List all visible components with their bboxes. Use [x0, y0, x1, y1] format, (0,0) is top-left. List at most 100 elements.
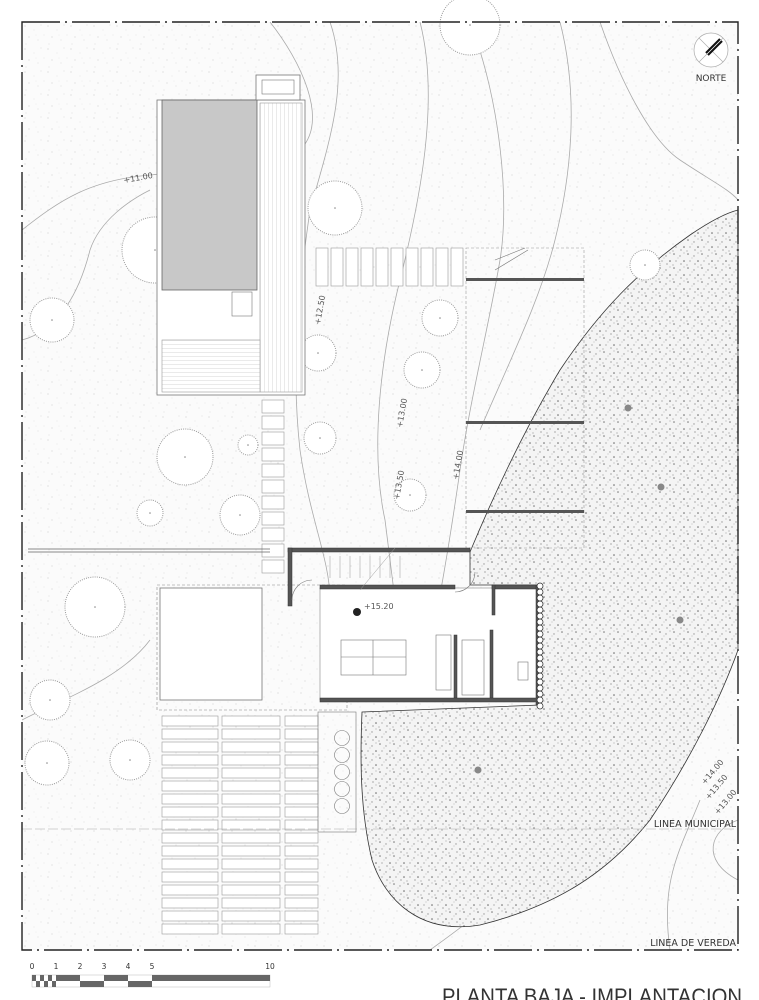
scale-tick: 1 — [54, 962, 59, 971]
parking-slab — [221, 754, 281, 766]
parking-slab — [221, 845, 281, 857]
stepping-stone — [390, 247, 404, 287]
edge-stone — [536, 702, 544, 710]
parking-slab — [284, 819, 319, 831]
stepping-stone — [261, 463, 285, 478]
parking-slab — [284, 793, 319, 805]
parking-slab — [284, 910, 319, 922]
parking-slab — [221, 806, 281, 818]
tree-center — [94, 606, 96, 608]
edge-stone — [536, 666, 544, 674]
planter — [317, 711, 357, 833]
stepping-stone — [261, 511, 285, 526]
scale-tick: 10 — [265, 962, 275, 971]
edge-stone — [536, 624, 544, 632]
planter-plant — [334, 781, 350, 797]
edge-stone — [536, 672, 544, 680]
parking-slab — [284, 754, 319, 766]
edge-stone — [536, 678, 544, 686]
scale-tick: 4 — [126, 962, 131, 971]
edge-stone — [536, 648, 544, 656]
tree-icon — [439, 0, 501, 56]
parking-slab — [221, 858, 281, 870]
tree-center — [334, 207, 336, 209]
parking-slab — [161, 780, 219, 792]
scale-tick: 5 — [150, 962, 155, 971]
parking-slab — [221, 819, 281, 831]
tree-center — [469, 24, 471, 26]
edge-stone — [536, 654, 544, 662]
edge-stone — [536, 696, 544, 704]
stepping-stone — [450, 247, 464, 287]
tree-center — [129, 759, 131, 761]
stepping-stone — [345, 247, 359, 287]
stepping-stone — [261, 559, 285, 574]
edge-stone — [536, 612, 544, 620]
stepping-stone — [360, 247, 374, 287]
shrub-icon — [657, 483, 665, 491]
scale-tick: 3 — [102, 962, 107, 971]
parking-slab — [284, 832, 319, 844]
parking-slab — [284, 858, 319, 870]
edge-stone — [536, 630, 544, 638]
parking-slab — [221, 871, 281, 883]
house — [156, 547, 544, 711]
scale-tick: 0 — [30, 962, 35, 971]
tree-center — [421, 369, 423, 371]
stepping-stone — [261, 527, 285, 542]
stepping-stone — [261, 399, 285, 414]
stepping-stone — [420, 247, 434, 287]
north-label: NORTE — [696, 74, 727, 84]
parking-slab — [221, 910, 281, 922]
parking-slab — [221, 832, 281, 844]
stepping-stone — [261, 479, 285, 494]
parking-slab — [161, 767, 219, 779]
house-level: +15.20 — [364, 602, 394, 611]
north-arrow — [693, 32, 729, 68]
parking-slab — [161, 910, 219, 922]
parking-slab — [161, 871, 219, 883]
stepping-stone — [435, 247, 449, 287]
parking-slab — [221, 897, 281, 909]
parking-slab — [221, 728, 281, 740]
planter-plant — [334, 764, 350, 780]
shrub-icon — [676, 616, 684, 624]
edge-stone — [536, 594, 544, 602]
parking-slab — [284, 897, 319, 909]
tree-center — [409, 494, 411, 496]
edge-stone — [536, 684, 544, 692]
stepping-stones — [261, 247, 464, 574]
edge-stone — [536, 588, 544, 596]
pool-building — [156, 74, 306, 396]
parking-slab — [284, 845, 319, 857]
tree-center — [239, 514, 241, 516]
tree-center — [154, 249, 156, 251]
tree-center — [184, 456, 186, 458]
parking-slab — [284, 767, 319, 779]
vereda-line-label: LINEA DE VEREDA — [650, 938, 736, 949]
parking-slab — [161, 845, 219, 857]
tree-center — [644, 264, 646, 266]
parking-slab — [161, 728, 219, 740]
parking-slab — [161, 884, 219, 896]
parking-slab — [221, 793, 281, 805]
pergola — [465, 247, 585, 549]
edge-stone — [536, 600, 544, 608]
tree-center — [51, 319, 53, 321]
stepping-stone — [375, 247, 389, 287]
stepping-stone — [261, 415, 285, 430]
edge-stone — [536, 618, 544, 626]
parking-slab — [161, 715, 219, 727]
plot-boundary — [21, 21, 739, 951]
tree-center — [46, 762, 48, 764]
stepping-stone — [261, 447, 285, 462]
parking-slab — [161, 897, 219, 909]
municipal-line-label: LINEA MUNICIPAL — [654, 819, 737, 830]
scale-tick: 2 — [78, 962, 83, 971]
parking-slab — [161, 819, 219, 831]
parking-slab — [161, 832, 219, 844]
tree-center — [247, 444, 249, 446]
tree-center — [317, 352, 319, 354]
edge-stone — [536, 582, 544, 590]
